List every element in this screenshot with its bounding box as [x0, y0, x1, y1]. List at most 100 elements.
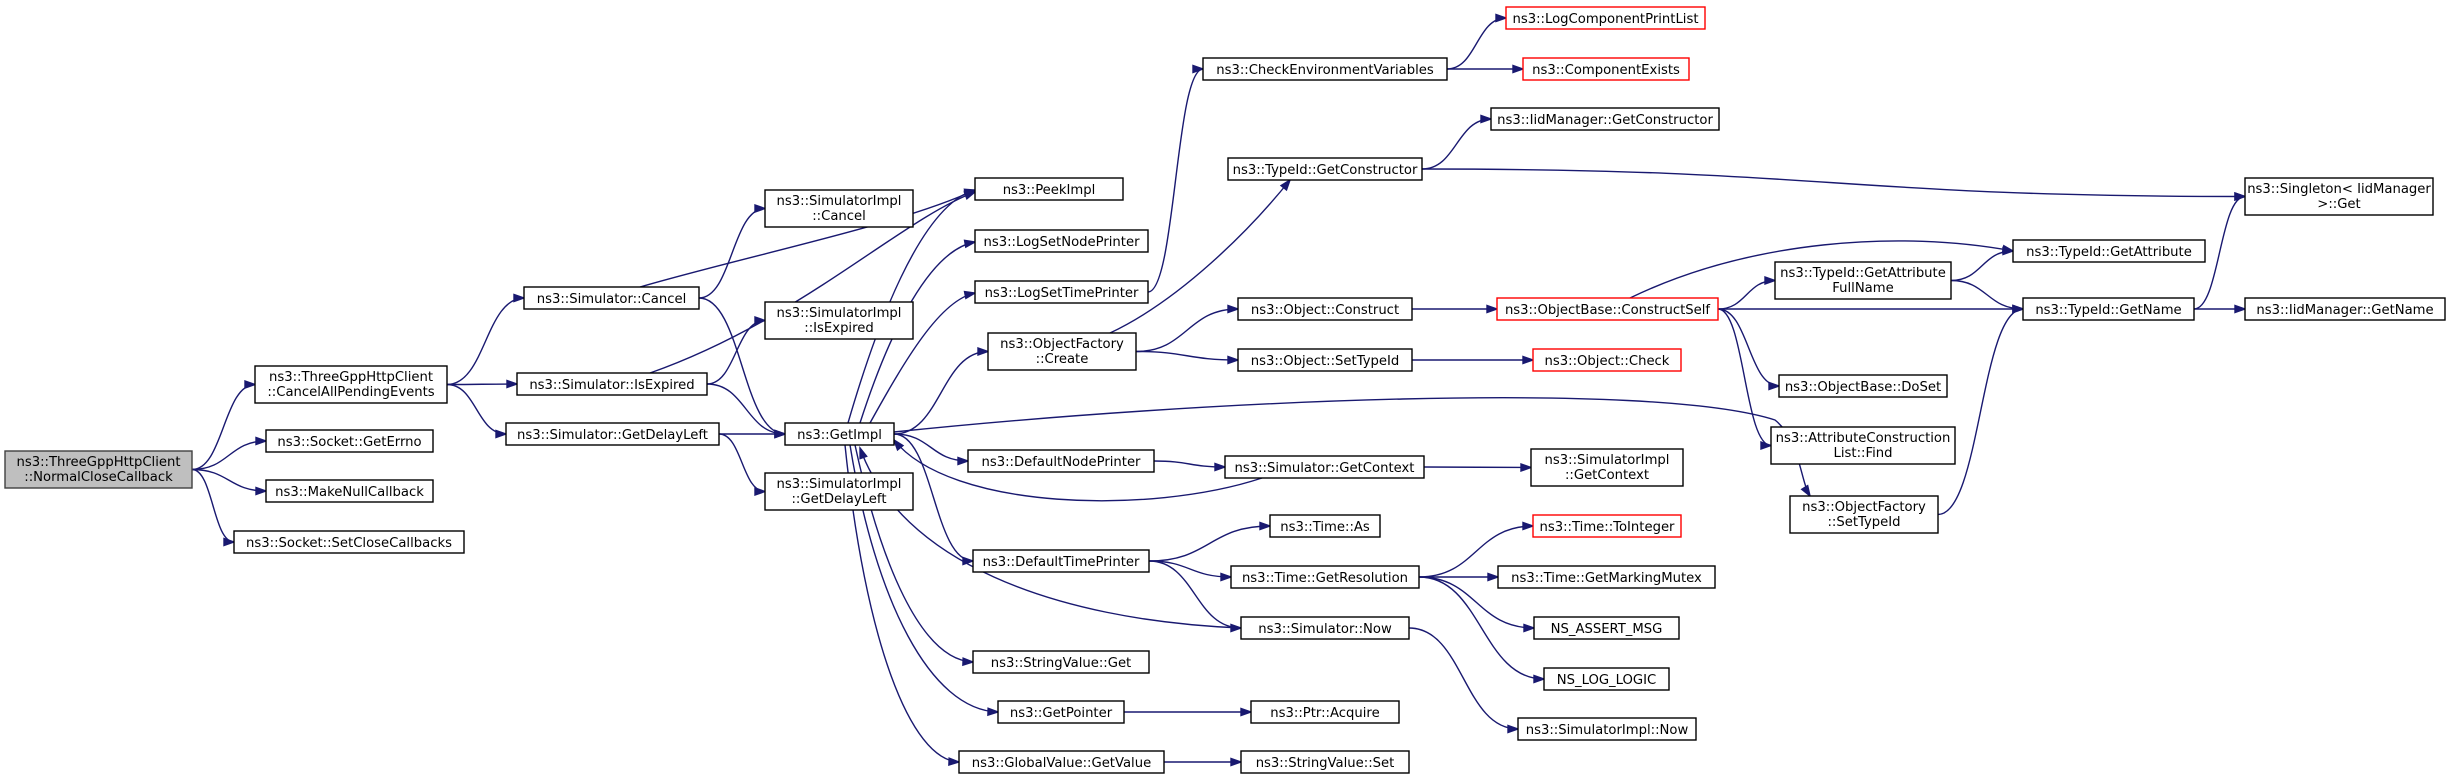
- node-singleton-iidmanager-get[interactable]: ns3::Singleton< IidManager >::Get: [2244, 177, 2434, 216]
- node-box: [254, 365, 448, 404]
- node-box: [1224, 455, 1425, 479]
- node-label: ::NormalCloseCallback: [24, 470, 173, 485]
- node-simulatorimpl-now[interactable]: ns3::SimulatorImpl::Now: [1517, 717, 1697, 741]
- node-typeid-getattribute[interactable]: ns3::TypeId::GetAttribute: [2012, 239, 2206, 263]
- node-time-tointeger[interactable]: ns3::Time::ToInteger: [1532, 514, 1682, 538]
- node-getimpl[interactable]: ns3::GetImpl: [784, 422, 895, 446]
- node-objectfactory-settypeid[interactable]: ns3::ObjectFactory::SetTypeId: [1789, 495, 1939, 534]
- edge-arrowhead: [1760, 441, 1774, 450]
- node-typeid-getconstructor[interactable]: ns3::TypeId::GetConstructor: [1227, 157, 1423, 181]
- node-ptr-acquire[interactable]: ns3::Ptr::Acquire: [1250, 700, 1400, 724]
- node-iidmanager-getconstructor[interactable]: ns3::IidManager::GetConstructor: [1490, 107, 1720, 131]
- node-objectfactory-create[interactable]: ns3::ObjectFactory::Create: [987, 332, 1137, 371]
- edge-arrowhead: [1522, 521, 1536, 531]
- edge-line: [191, 383, 256, 471]
- node-label: ns3::ObjectFactory: [1000, 337, 1124, 352]
- node-iidmanager-getname[interactable]: ns3::IidManager::GetName: [2244, 297, 2446, 321]
- node-stringvalue-get[interactable]: ns3::StringValue::Get: [972, 650, 1150, 674]
- node-objectbase-doset[interactable]: ns3::ObjectBase::DoSet: [1778, 374, 1948, 398]
- edge-n7-n8: [719, 429, 788, 439]
- node-box: [1202, 57, 1448, 81]
- edge-line: [1950, 279, 2024, 310]
- node-box: [2022, 297, 2195, 321]
- node-objectbase-constructself[interactable]: ns3::ObjectBase::ConstructSelf: [1496, 297, 1719, 321]
- node-peekimpl[interactable]: ns3::PeekImpl: [974, 177, 1124, 201]
- node-box: [265, 429, 434, 453]
- node-box: [958, 750, 1165, 774]
- edge-arrowhead: [2234, 192, 2248, 201]
- node-label: ns3::StringValue::Get: [991, 656, 1131, 671]
- node-simulatorimpl-isexpired[interactable]: ns3::SimulatorImpl::IsExpired: [764, 301, 914, 340]
- node-simulator-isexpired[interactable]: ns3::Simulator::IsExpired: [516, 372, 708, 396]
- node-time-getresolution[interactable]: ns3::Time::GetResolution: [1230, 565, 1420, 589]
- node-box: [1532, 348, 1682, 372]
- edge-line: [191, 468, 235, 543]
- edge-n8-n14: [869, 290, 978, 424]
- node-simulatorimpl-getdelayleft[interactable]: ns3::SimulatorImpl::GetDelayLeft: [764, 472, 914, 511]
- node-time-as[interactable]: ns3::Time::As: [1269, 514, 1381, 538]
- node-label: ns3::Socket::GetErrno: [277, 435, 421, 450]
- node-simulatorimpl-getcontext[interactable]: ns3::SimulatorImpl::GetContext: [1530, 448, 1684, 487]
- node-object-check[interactable]: ns3::Object::Check: [1532, 348, 1682, 372]
- node-socket-setclosecallbacks[interactable]: ns3::Socket::SetCloseCallbacks: [233, 530, 465, 554]
- node-simulator-now[interactable]: ns3::Simulator::Now: [1240, 616, 1410, 640]
- node-globalvalue-getvalue[interactable]: ns3::GlobalValue::GetValue: [958, 750, 1165, 774]
- edge-n27-n40: [1418, 576, 1547, 684]
- node-label: ns3::ObjectBase::DoSet: [1785, 380, 1941, 395]
- edge-arrowhead: [1523, 623, 1537, 633]
- edge-line: [706, 383, 786, 435]
- edge-line: [446, 383, 507, 435]
- node-ns-log-logic[interactable]: NS_LOG_LOGIC: [1543, 667, 1670, 691]
- node-defaulttimeprinter[interactable]: ns3::DefaultTimePrinter: [972, 549, 1150, 573]
- edge-line: [649, 191, 976, 374]
- node-simulatorimpl-cancel[interactable]: ns3::SimulatorImpl::Cancel: [764, 189, 914, 228]
- node-defaultnodeprinter[interactable]: ns3::DefaultNodePrinter: [967, 449, 1155, 473]
- node-label: ::SetTypeId: [1827, 515, 1900, 530]
- edge-n28-n41: [1408, 627, 1521, 734]
- edge-n34-n47: [1718, 304, 2026, 314]
- edge-n1-n6: [446, 379, 520, 389]
- node-logsetnodeprinter[interactable]: ns3::LogSetNodePrinter: [974, 229, 1149, 253]
- edge-arrowhead: [962, 657, 976, 667]
- edge-arrowhead: [2002, 246, 2016, 256]
- edge-n34-n42: [1717, 276, 1778, 310]
- node-simulator-cancel[interactable]: ns3::Simulator::Cancel: [523, 286, 700, 310]
- edge-arrowhead: [859, 446, 868, 460]
- edge-line: [847, 189, 976, 424]
- node-object-settypeid[interactable]: ns3::Object::SetTypeId: [1237, 348, 1413, 372]
- node-makenullcallback[interactable]: ns3::MakeNullCallback: [265, 479, 434, 503]
- node-label: ns3::SimulatorImpl::Now: [1526, 723, 1689, 738]
- node-object-construct[interactable]: ns3::Object::Construct: [1237, 297, 1413, 321]
- node-typeid-getname[interactable]: ns3::TypeId::GetName: [2022, 297, 2195, 321]
- node-logcomponentprintlist[interactable]: ns3::LogComponentPrintList: [1505, 6, 1706, 30]
- edge-n7-n12: [718, 433, 768, 496]
- node-box: [1532, 514, 1682, 538]
- node-label: ns3::Singleton< IidManager: [2247, 182, 2431, 197]
- node-box: [972, 650, 1150, 674]
- node-threegpphttpclient-cancelallpendingevents[interactable]: ns3::ThreeGppHttpClient::CancelAllPendin…: [254, 365, 448, 404]
- edge-arrowhead: [963, 188, 978, 198]
- node-label: ns3::StringValue::Set: [1256, 756, 1395, 771]
- node-threegpphttpclient-normalclosecallback[interactable]: ns3::ThreeGppHttpClient::NormalCloseCall…: [4, 450, 193, 489]
- node-getpointer[interactable]: ns3::GetPointer: [997, 700, 1125, 724]
- node-checkenvironmentvariables[interactable]: ns3::CheckEnvironmentVariables: [1202, 57, 1448, 81]
- node-componentexists[interactable]: ns3::ComponentExists: [1522, 57, 1690, 81]
- node-ns-assert-msg[interactable]: NS_ASSERT_MSG: [1533, 616, 1680, 640]
- edge-arrowhead: [223, 537, 237, 547]
- edge-line: [1937, 308, 2024, 516]
- node-simulator-getcontext[interactable]: ns3::Simulator::GetContext: [1224, 455, 1425, 479]
- edge-line: [1147, 68, 1204, 293]
- node-socket-geterrno[interactable]: ns3::Socket::GetErrno: [265, 429, 434, 453]
- edge-line: [639, 189, 976, 288]
- edge-n1-n7: [446, 383, 509, 439]
- node-time-getmarkingmutex[interactable]: ns3::Time::GetMarkingMutex: [1497, 565, 1716, 589]
- node-simulator-getdelayleft[interactable]: ns3::Simulator::GetDelayLeft: [505, 422, 720, 446]
- edge-n0-n3: [191, 468, 269, 496]
- node-box: [1774, 261, 1952, 300]
- node-stringvalue-set[interactable]: ns3::StringValue::Set: [1240, 750, 1410, 774]
- node-logsettimeprinter[interactable]: ns3::LogSetTimePrinter: [974, 280, 1149, 304]
- edge-arrowhead: [1533, 674, 1547, 684]
- edge-arrowhead: [1764, 276, 1778, 285]
